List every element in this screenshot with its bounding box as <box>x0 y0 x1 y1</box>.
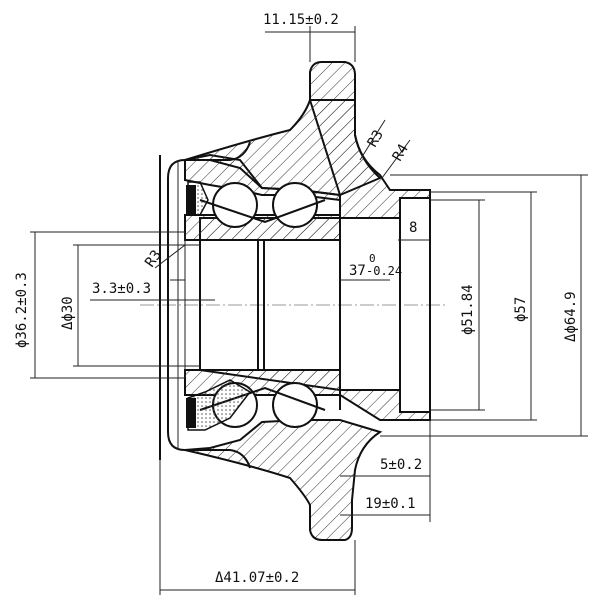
dim-label: ϕ51.84 <box>460 284 476 335</box>
dim-overall-length: Δ41.07±0.2 <box>159 460 356 595</box>
dim-label: Δϕ64.9 <box>563 291 579 342</box>
dim-bore-outer: ϕ36.2±0.3 <box>14 231 185 379</box>
dim-flange-offset-2: 19±0.1 <box>340 420 431 522</box>
bearing-bore <box>177 160 340 450</box>
dim-label: R3 <box>142 247 165 270</box>
dim-bore-inner: Δϕ30 <box>60 244 200 367</box>
dim-label: 19±0.1 <box>365 496 416 512</box>
dim-label: R4 <box>390 141 412 164</box>
dim-radius-left: R3 <box>142 244 186 270</box>
dim-label: ϕ36.2±0.3 <box>14 272 30 348</box>
dust-shield <box>167 141 251 469</box>
seals <box>186 181 252 431</box>
dim-label: 37 <box>349 263 366 279</box>
dim-tolerance-lower: -0.24 <box>366 264 402 278</box>
dim-label: 8 <box>409 220 417 236</box>
dim-tolerance-upper: 0 <box>369 252 376 265</box>
dim-label: 3.3±0.3 <box>92 281 151 297</box>
dim-bearing-width: 37 0 -0.24 <box>340 252 402 281</box>
dim-label: R3 <box>365 127 387 150</box>
dim-label: Δϕ30 <box>60 296 76 330</box>
dim-label: 11.15±0.2 <box>263 12 339 28</box>
dim-label: 5±0.2 <box>380 457 422 473</box>
dim-label: ϕ57 <box>513 297 529 322</box>
dim-boss-diameter-1: ϕ51.84 <box>430 199 485 411</box>
dim-top-stud-width: 11.15±0.2 <box>263 12 356 62</box>
dim-radius-top: R3 R4 <box>359 119 412 179</box>
dim-boss-diameter-2: ϕ57 <box>430 191 537 421</box>
dim-flange-offset-1: 5±0.2 <box>340 457 430 477</box>
hub-boss <box>339 190 431 420</box>
dim-seal-offset: 3.3±0.3 <box>90 279 215 301</box>
dim-boss-diameter-3: Δϕ64.9 <box>380 174 588 437</box>
dim-boss-width: 8 <box>398 220 430 241</box>
dim-label: Δ41.07±0.2 <box>215 570 299 586</box>
